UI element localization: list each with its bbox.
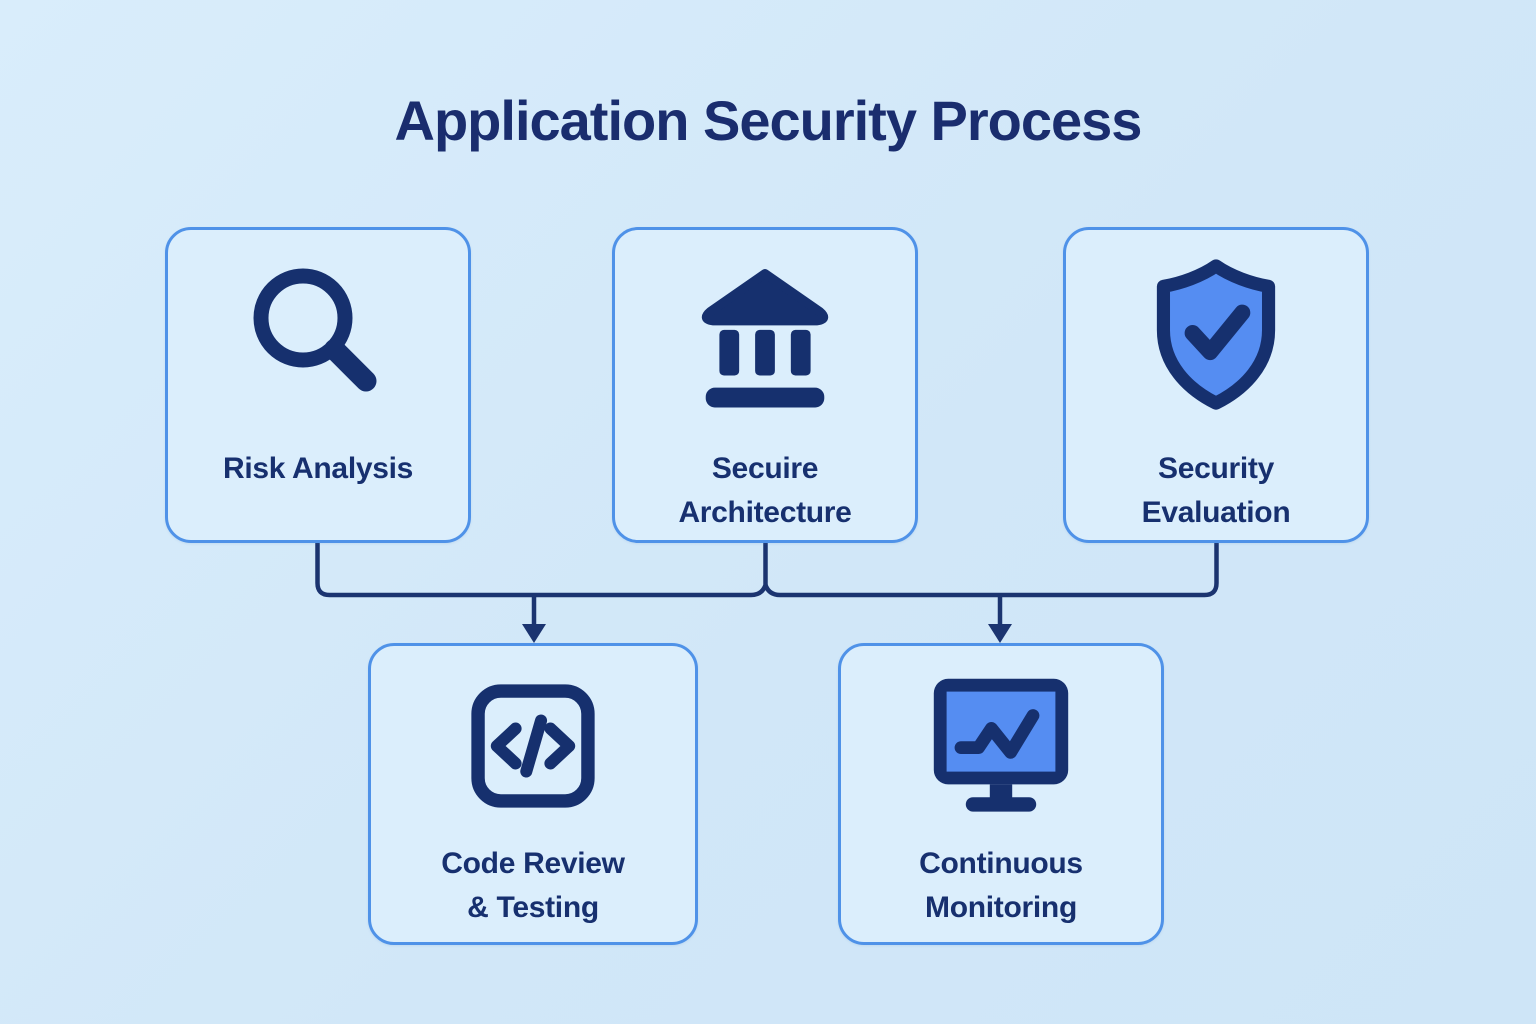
bank-icon <box>687 256 843 416</box>
code-icon <box>466 676 600 816</box>
node-label: Code Review & Testing <box>441 847 625 924</box>
magnifier-icon <box>243 256 393 416</box>
node-continuous-monitoring: Continuous Monitoring <box>838 643 1164 945</box>
shield-check-icon <box>1143 256 1289 416</box>
node-secure-architecture: Secuire Architecture <box>612 227 918 543</box>
connector-left <box>315 543 768 598</box>
page-title: Application Security Process <box>394 89 1143 152</box>
connector-right <box>763 543 1219 598</box>
arrow-head-right <box>988 624 1012 643</box>
node-label: Secuire Architecture <box>678 452 852 529</box>
node-label: Continuous Monitoring <box>919 847 1083 924</box>
arrow-head-left <box>522 624 546 643</box>
node-label: Security Evaluation <box>1141 452 1291 529</box>
node-security-evaluation: Security Evaluation <box>1063 227 1369 543</box>
node-label: Risk Analysis <box>222 452 414 485</box>
monitor-chart-icon <box>921 676 1081 816</box>
node-code-review-testing: Code Review & Testing <box>368 643 698 945</box>
node-risk-analysis: Risk Analysis <box>165 227 471 543</box>
